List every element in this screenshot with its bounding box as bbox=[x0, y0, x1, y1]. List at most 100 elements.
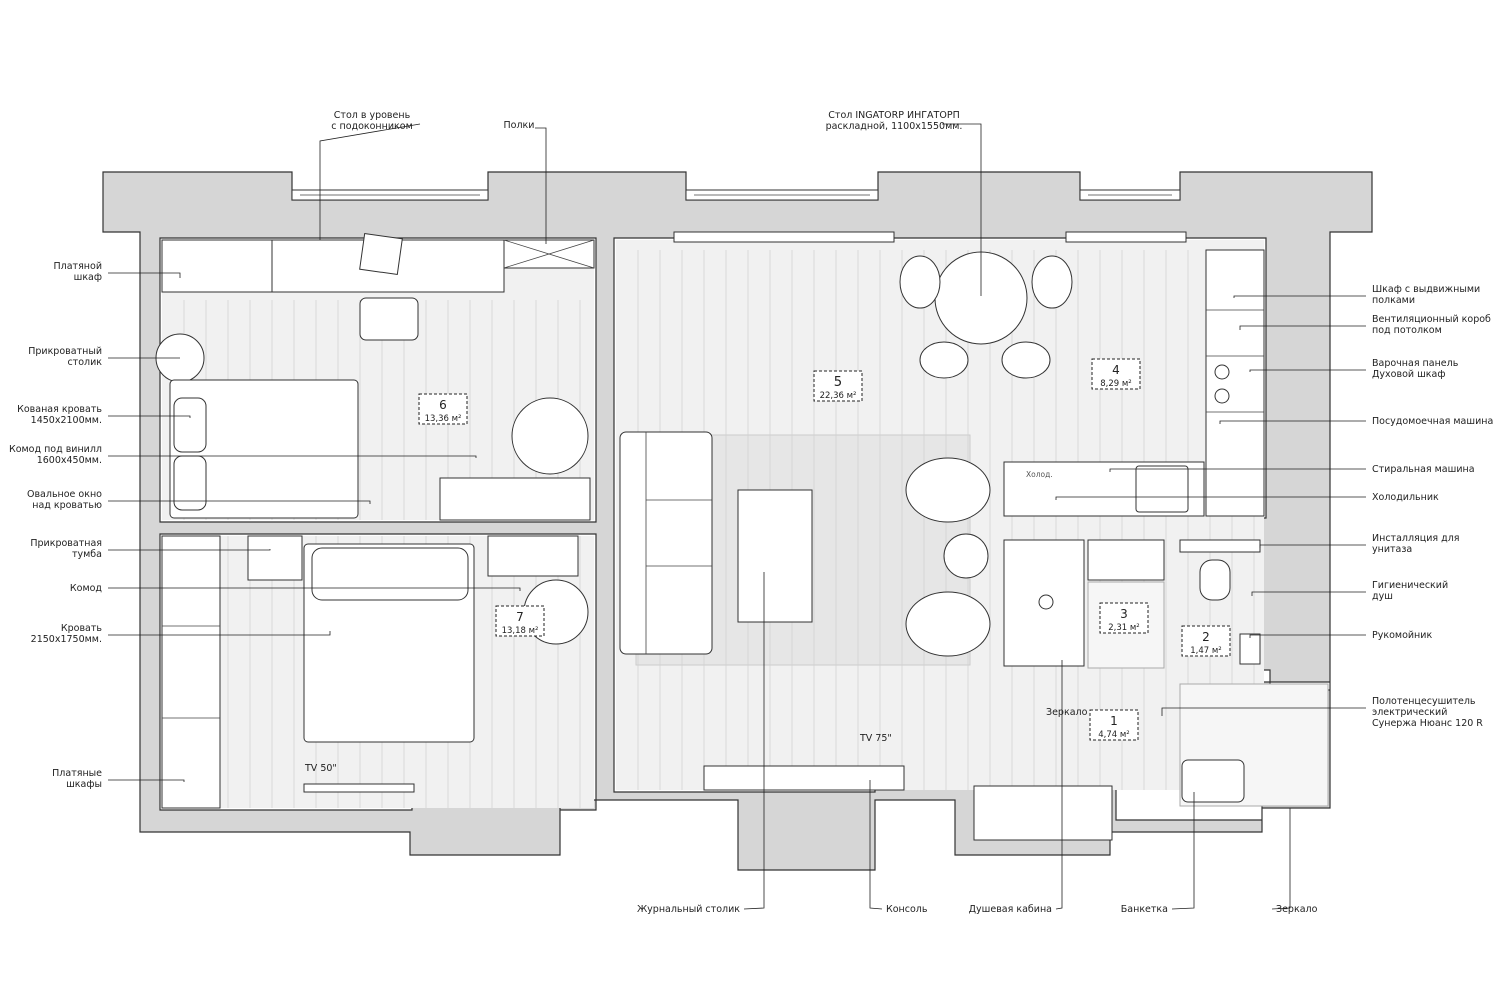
room-number: 2 bbox=[1202, 630, 1210, 644]
room-area: 8,29 м² bbox=[1100, 379, 1131, 389]
room-area: 13,36 м² bbox=[425, 414, 462, 424]
svg-text:полками: полками bbox=[1372, 295, 1415, 306]
svg-text:душ: душ bbox=[1372, 591, 1393, 602]
left-label-dresser: Комод bbox=[70, 583, 521, 594]
bottom-label-coffee-table: Журнальный столик bbox=[637, 572, 765, 915]
svg-text:Душевая кабина: Душевая кабина bbox=[969, 904, 1052, 915]
room-tag-1: 1 4,74 м² bbox=[1089, 709, 1139, 741]
bathroom-fixtures bbox=[973, 539, 1329, 841]
bottom-label-shower-cabin: Душевая кабина bbox=[969, 660, 1063, 915]
svg-text:Платяной: Платяной bbox=[54, 261, 102, 272]
svg-text:Полки: Полки bbox=[504, 120, 535, 131]
room-5-furniture bbox=[619, 251, 1073, 791]
room-number: 5 bbox=[834, 375, 842, 390]
svg-text:Прикроватный: Прикроватный bbox=[28, 346, 102, 357]
room-tag-6: 6 13,36 м² bbox=[418, 393, 468, 425]
room-area: 1,47 м² bbox=[1190, 646, 1221, 656]
svg-text:Стиральная машина: Стиральная машина bbox=[1372, 464, 1475, 475]
room-tag-2: 2 1,47 м² bbox=[1181, 625, 1231, 657]
svg-text:Холодильник: Холодильник bbox=[1372, 492, 1439, 503]
right-label-dishwasher: Посудомоечная машина bbox=[1219, 416, 1493, 427]
room-number: 7 bbox=[516, 610, 524, 624]
bottom-label-console: Консоль bbox=[869, 780, 928, 915]
svg-text:Варочная панель: Варочная панель bbox=[1372, 358, 1459, 369]
room-number: 6 bbox=[439, 398, 447, 412]
svg-text:Овальное окно: Овальное окно bbox=[27, 489, 102, 500]
svg-text:1450x2100мм.: 1450x2100мм. bbox=[31, 415, 102, 426]
svg-text:Сунержа Нюанс 120 R: Сунержа Нюанс 120 R bbox=[1372, 718, 1483, 729]
tv75-label: TV 75" bbox=[860, 733, 892, 744]
svg-text:1600x450мм.: 1600x450мм. bbox=[37, 455, 102, 466]
room-number: 4 bbox=[1112, 363, 1120, 377]
right-label-washer: Стиральная машина bbox=[1109, 464, 1475, 475]
svg-text:Духовой шкаф: Духовой шкаф bbox=[1372, 369, 1445, 380]
svg-text:Кованая кровать: Кованая кровать bbox=[17, 404, 102, 415]
svg-text:над кроватью: над кроватью bbox=[32, 500, 102, 511]
room-area: 2,31 м² bbox=[1108, 623, 1139, 633]
svg-text:унитаза: унитаза bbox=[1372, 544, 1412, 555]
svg-text:Стол в уровень: Стол в уровень bbox=[334, 110, 411, 121]
right-label-washbasin: Рукомойник bbox=[1249, 630, 1432, 641]
room-tag-3: 3 2,31 м² bbox=[1099, 602, 1149, 634]
svg-text:Посудомоечная машина: Посудомоечная машина bbox=[1372, 416, 1493, 427]
room-tag-4: 4 8,29 м² bbox=[1091, 358, 1141, 390]
room-tag-5: 522,36 м² bbox=[813, 370, 863, 402]
room-area: 13,18 м² bbox=[502, 626, 539, 636]
hall-mirror-label: Зеркало bbox=[1046, 707, 1088, 718]
svg-text:Прикроватная: Прикроватная bbox=[30, 538, 102, 549]
windows bbox=[291, 189, 1187, 243]
room-number: 1 bbox=[1110, 714, 1118, 728]
room-area: 4,74 м² bbox=[1098, 730, 1129, 740]
svg-text:Кровать: Кровать bbox=[61, 623, 103, 634]
svg-text:шкаф: шкаф bbox=[74, 272, 102, 283]
svg-text:2150x1750мм.: 2150x1750мм. bbox=[31, 634, 102, 645]
svg-text:электрический: электрический bbox=[1372, 707, 1447, 718]
room-number: 3 bbox=[1120, 607, 1128, 621]
room-tag-7: 7 13,18 м² bbox=[495, 605, 545, 637]
svg-text:Стол INGATORP ИНГАТОРП: Стол INGATORP ИНГАТОРП bbox=[828, 110, 959, 121]
svg-text:с подоконником: с подоконником bbox=[331, 121, 413, 132]
top-label-shelves: Полки bbox=[504, 120, 547, 244]
room-area: 22,36 м² bbox=[820, 391, 857, 401]
svg-text:Журнальный столик: Журнальный столик bbox=[637, 904, 740, 915]
svg-text:столик: столик bbox=[67, 357, 102, 368]
svg-text:Гигиенический: Гигиенический bbox=[1372, 580, 1448, 591]
room-7-furniture bbox=[161, 535, 589, 809]
tv50-label: TV 50" bbox=[305, 763, 337, 774]
svg-text:Комод под винилл: Комод под винилл bbox=[9, 444, 102, 455]
svg-text:Полотенцесушитель: Полотенцесушитель bbox=[1372, 696, 1476, 707]
right-label-fridge: Холодильник bbox=[1055, 492, 1439, 503]
svg-text:тумба: тумба bbox=[72, 549, 102, 560]
bottom-label-bench: Банкетка bbox=[1121, 792, 1195, 915]
bottom-label-mirror-bottom: Зеркало bbox=[1271, 808, 1318, 915]
svg-text:Инсталляция для: Инсталляция для bbox=[1372, 533, 1460, 544]
svg-text:шкафы: шкафы bbox=[66, 779, 102, 790]
kitchen-furniture bbox=[1003, 249, 1265, 517]
svg-text:Рукомойник: Рукомойник bbox=[1372, 630, 1432, 641]
svg-text:Комод: Комод bbox=[70, 583, 103, 594]
svg-text:Банкетка: Банкетка bbox=[1121, 904, 1168, 915]
svg-text:под потолком: под потолком bbox=[1372, 325, 1442, 336]
svg-text:раскладной, 1100x1550мм.: раскладной, 1100x1550мм. bbox=[826, 121, 963, 132]
fridge-tag-label: Холод. bbox=[1026, 470, 1053, 479]
svg-text:Платяные: Платяные bbox=[52, 768, 102, 779]
